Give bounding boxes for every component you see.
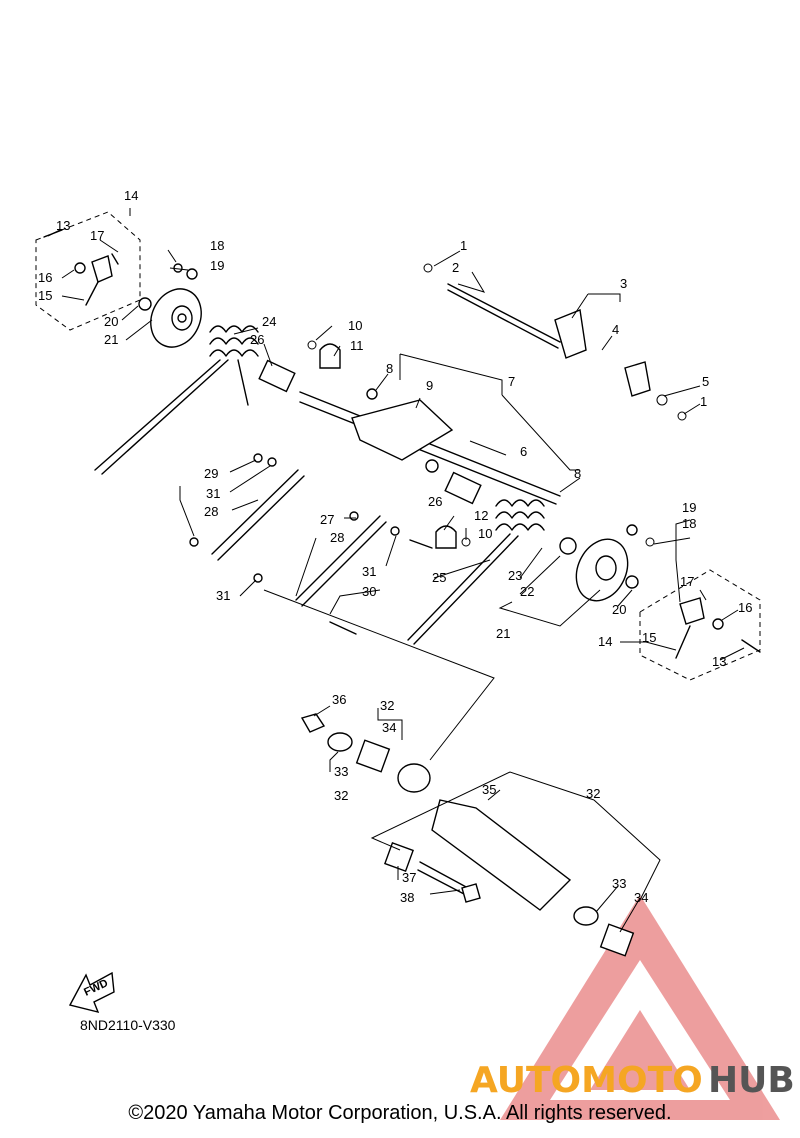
label-6: 6 bbox=[520, 444, 527, 459]
label-8: 8 bbox=[386, 361, 393, 376]
copyright-notice: ©2020 Yamaha Motor Corporation, U.S.A. A… bbox=[128, 1102, 672, 1124]
label-7: 7 bbox=[508, 374, 515, 389]
label-12: 12 bbox=[474, 508, 488, 523]
label-24: 24 bbox=[262, 314, 276, 329]
label-15: 15 bbox=[642, 630, 656, 645]
label-37: 37 bbox=[402, 870, 416, 885]
label-4: 4 bbox=[612, 322, 619, 337]
label-29: 29 bbox=[204, 466, 218, 481]
label-28: 28 bbox=[204, 504, 218, 519]
left-bracket-assembly bbox=[43, 229, 198, 311]
label-14: 14 bbox=[598, 634, 612, 649]
label-31: 31 bbox=[216, 588, 230, 603]
label-33: 33 bbox=[334, 764, 348, 779]
label-18: 18 bbox=[682, 516, 696, 531]
label-14: 14 bbox=[124, 188, 138, 203]
part-12 bbox=[435, 525, 457, 549]
part-labels: 1 1 2 3 4 5 6 7 8 8 9 10 10 11 12 13 13 … bbox=[38, 188, 752, 905]
label-16: 16 bbox=[38, 270, 52, 285]
label-8: 8 bbox=[574, 466, 581, 481]
label-32: 32 bbox=[586, 786, 600, 801]
shock-absorber bbox=[300, 713, 635, 957]
label-36: 36 bbox=[332, 692, 346, 707]
links bbox=[189, 453, 433, 635]
label-2: 2 bbox=[452, 260, 459, 275]
label-26: 26 bbox=[250, 332, 264, 347]
label-35: 35 bbox=[482, 782, 496, 797]
left-collar bbox=[258, 359, 296, 393]
label-17: 17 bbox=[90, 228, 104, 243]
label-5: 5 bbox=[702, 374, 709, 389]
label-26: 26 bbox=[428, 494, 442, 509]
label-23: 23 bbox=[508, 568, 522, 583]
label-27: 27 bbox=[320, 512, 334, 527]
fwd-arrow-icon: FWD bbox=[68, 971, 115, 1014]
label-17: 17 bbox=[680, 574, 694, 589]
label-28: 28 bbox=[330, 530, 344, 545]
part-11 bbox=[319, 343, 341, 369]
label-31: 31 bbox=[362, 564, 376, 579]
label-9: 9 bbox=[426, 378, 433, 393]
left-spring bbox=[94, 325, 259, 475]
label-19: 19 bbox=[682, 500, 696, 515]
label-1: 1 bbox=[460, 238, 467, 253]
label-1: 1 bbox=[700, 394, 707, 409]
watermark-logo bbox=[500, 895, 780, 1120]
label-15: 15 bbox=[38, 288, 52, 303]
label-18: 18 bbox=[210, 238, 224, 253]
label-19: 19 bbox=[210, 258, 224, 273]
label-21: 21 bbox=[496, 626, 510, 641]
group-14-left bbox=[35, 211, 141, 331]
right-spring bbox=[407, 499, 545, 645]
label-32: 32 bbox=[380, 698, 394, 713]
label-20: 20 bbox=[612, 602, 626, 617]
label-22: 22 bbox=[520, 584, 534, 599]
label-21: 21 bbox=[104, 332, 118, 347]
label-38: 38 bbox=[400, 890, 414, 905]
label-31: 31 bbox=[206, 486, 220, 501]
label-25: 25 bbox=[432, 570, 446, 585]
label-34: 34 bbox=[634, 890, 648, 905]
label-16: 16 bbox=[738, 600, 752, 615]
label-10: 10 bbox=[478, 526, 492, 541]
watermark-automoto: AUTOMOTO bbox=[470, 1060, 703, 1101]
group-14-right bbox=[639, 569, 761, 681]
label-11: 11 bbox=[350, 338, 364, 353]
label-30: 30 bbox=[362, 584, 376, 599]
callout-lines bbox=[47, 208, 745, 933]
label-13: 13 bbox=[712, 654, 726, 669]
label-20: 20 bbox=[104, 314, 118, 329]
right-bracket-assembly bbox=[626, 524, 761, 659]
label-34: 34 bbox=[382, 720, 396, 735]
label-33: 33 bbox=[612, 876, 626, 891]
diagram-code: 8ND2110-V330 bbox=[80, 1017, 176, 1033]
main-shaft bbox=[299, 388, 561, 505]
right-collar bbox=[444, 471, 482, 505]
label-3: 3 bbox=[620, 276, 627, 291]
label-10: 10 bbox=[348, 318, 362, 333]
right-wheel bbox=[559, 537, 639, 602]
rod-and-bracket bbox=[423, 263, 687, 421]
left-wheel bbox=[150, 288, 202, 348]
label-13: 13 bbox=[56, 218, 70, 233]
watermark-hub: HUB bbox=[708, 1060, 795, 1101]
label-32: 32 bbox=[334, 788, 348, 803]
